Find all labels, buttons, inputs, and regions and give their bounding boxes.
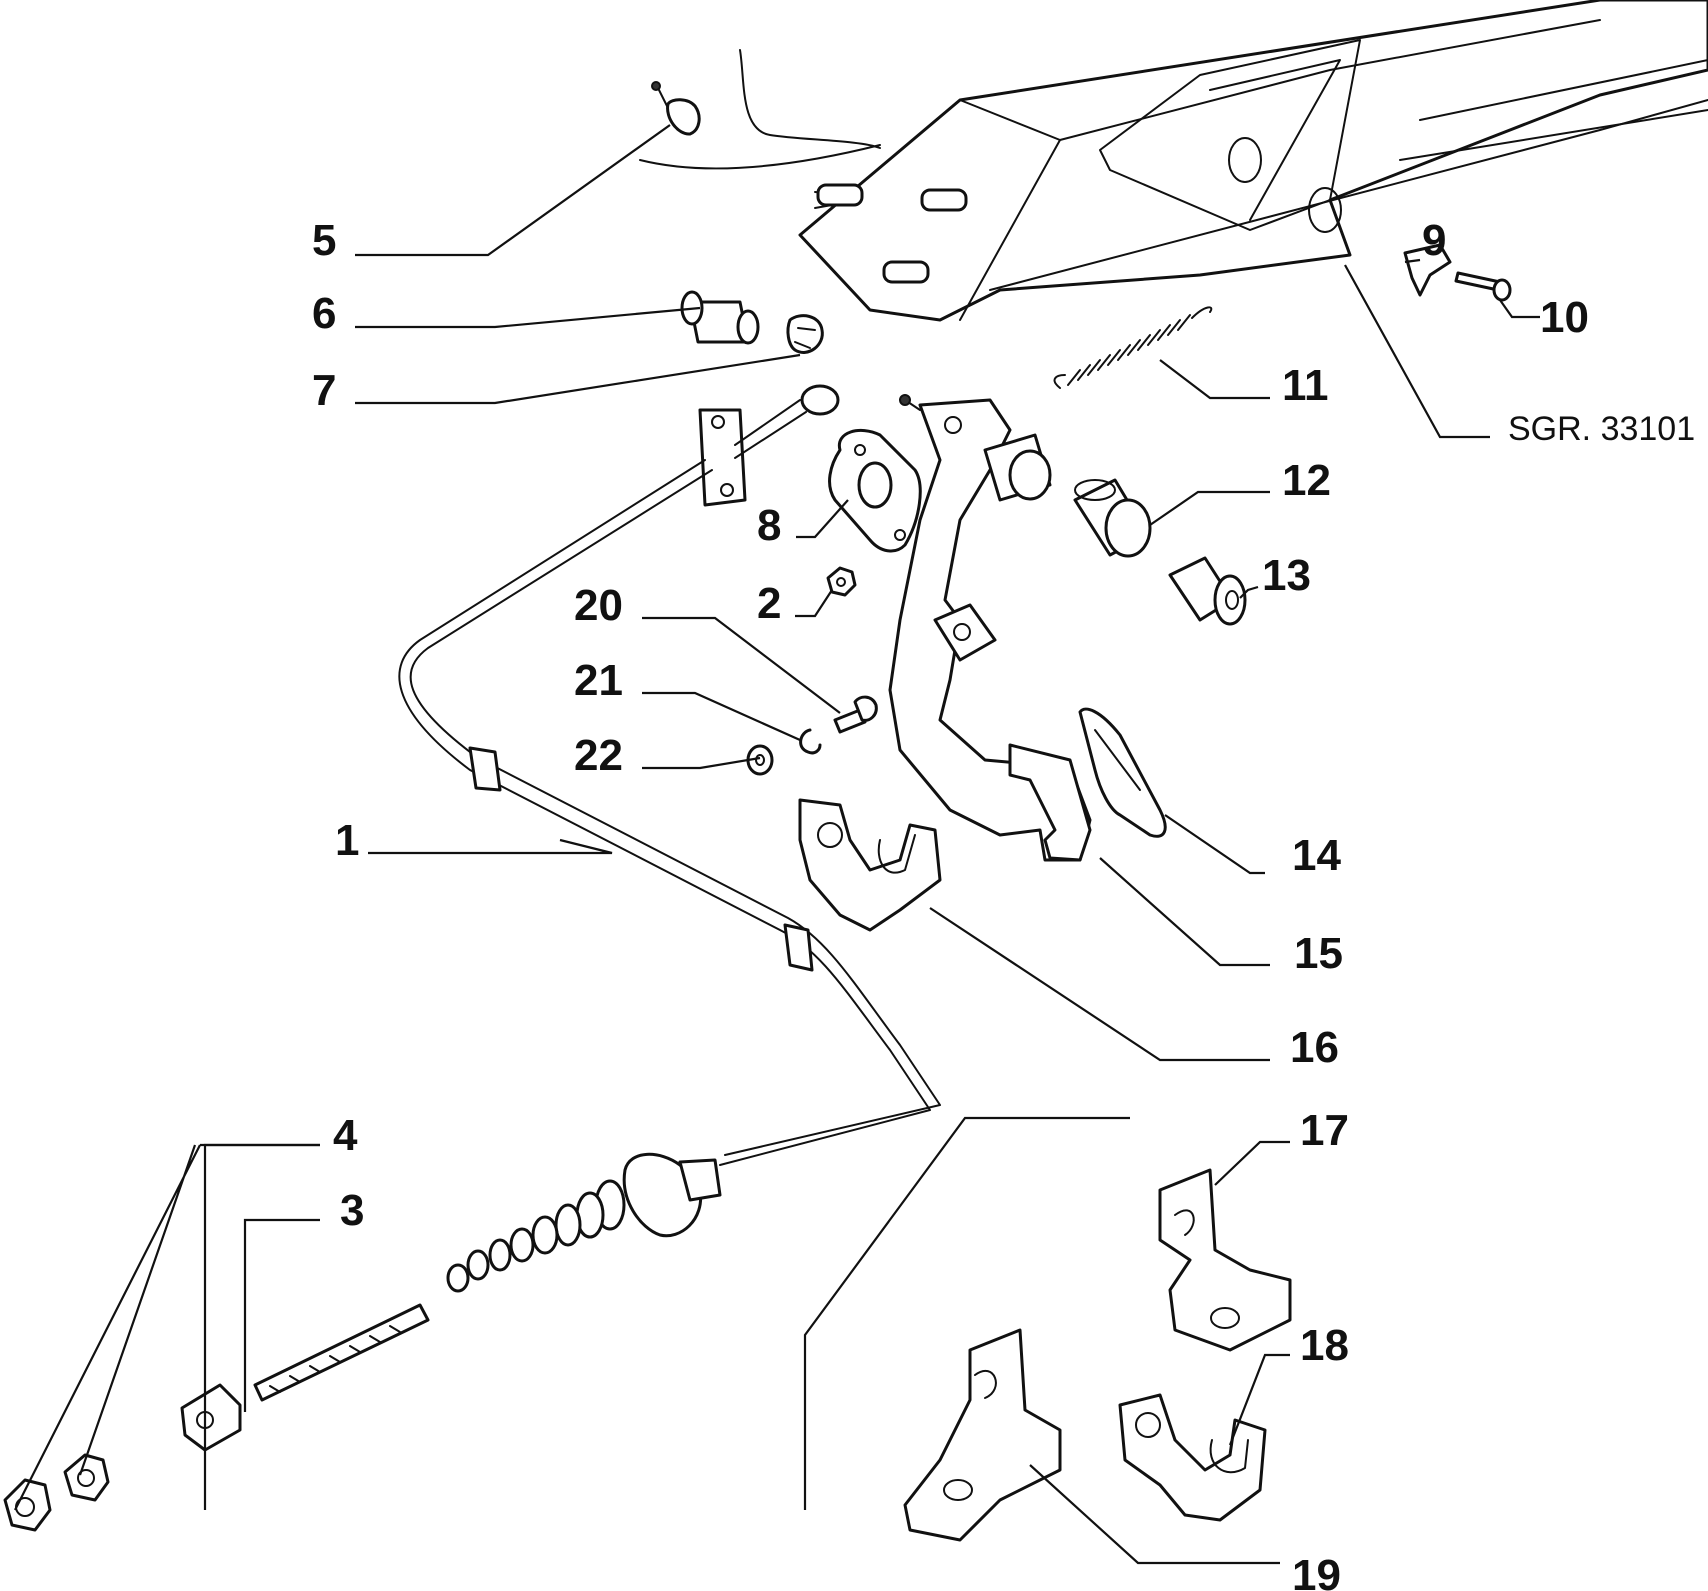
callout-15: 15	[1294, 929, 1343, 978]
wire-harness	[639, 49, 881, 170]
callout-9: 9	[1422, 216, 1446, 265]
callout-16: 16	[1290, 1023, 1339, 1072]
callout-14: 14	[1292, 831, 1341, 880]
callout-19: 19	[1292, 1551, 1341, 1591]
part-4-nut	[63, 1453, 110, 1502]
callout-20: 20	[574, 581, 623, 630]
callout-5: 5	[312, 216, 336, 265]
callout-13: 13	[1262, 551, 1311, 600]
callout-2: 2	[757, 579, 781, 628]
part-21-circlip	[799, 728, 822, 755]
callout-10: 10	[1540, 293, 1589, 342]
callout-17: 17	[1300, 1106, 1349, 1155]
pedal-bracket-assembly	[798, 0, 1708, 322]
stud-bolt	[920, 188, 968, 212]
part-1-clutch-cable	[253, 384, 941, 1402]
stud-bolt	[882, 260, 930, 284]
callout-11: 11	[1282, 361, 1329, 410]
part-3-clip-nut	[180, 1383, 242, 1452]
part-12-bush	[1073, 478, 1152, 558]
callout-6: 6	[312, 289, 336, 338]
callout-21: 21	[574, 656, 623, 705]
callout-18: 18	[1300, 1321, 1349, 1370]
part-10-screw	[1454, 271, 1512, 302]
callout-22: 22	[574, 731, 623, 780]
leader-lines	[14, 124, 1540, 1565]
callout-7: 7	[312, 366, 336, 415]
part-6-bush	[680, 290, 760, 345]
part-11-spring	[1053, 306, 1213, 389]
part-13-flanged-bush	[1168, 556, 1247, 626]
part-5-cap	[651, 81, 701, 136]
callout-1: 1	[335, 816, 359, 865]
cable-grommet	[468, 746, 502, 792]
part-14-pedal-rubber	[1078, 707, 1167, 838]
part-20-bolt	[833, 695, 878, 734]
part-17-bracket	[1158, 1168, 1292, 1352]
reference-label: SGR. 33101	[1508, 410, 1695, 448]
callout-4: 4	[333, 1111, 358, 1160]
callout-labels: 5 6 7 8 2 20 21 22 1 9 10 11 SGR. 33101 …	[312, 216, 1695, 1591]
cable-grommet	[783, 923, 814, 972]
callout-8: 8	[757, 501, 781, 550]
cable-bellows	[446, 1179, 626, 1293]
part-9-clip	[1403, 243, 1452, 297]
part-7-clip	[786, 314, 824, 354]
callout-3: 3	[340, 1186, 364, 1235]
clutch-pedal	[888, 394, 1092, 862]
stud-bolt	[814, 183, 864, 209]
part-16-bracket	[798, 798, 942, 932]
callout-12: 12	[1282, 456, 1331, 505]
part-8-flange-plate	[828, 428, 922, 553]
part-18-bracket	[1118, 1393, 1267, 1522]
part-19-bracket	[903, 1328, 1062, 1542]
group-bracket-line	[803, 1116, 1130, 1510]
